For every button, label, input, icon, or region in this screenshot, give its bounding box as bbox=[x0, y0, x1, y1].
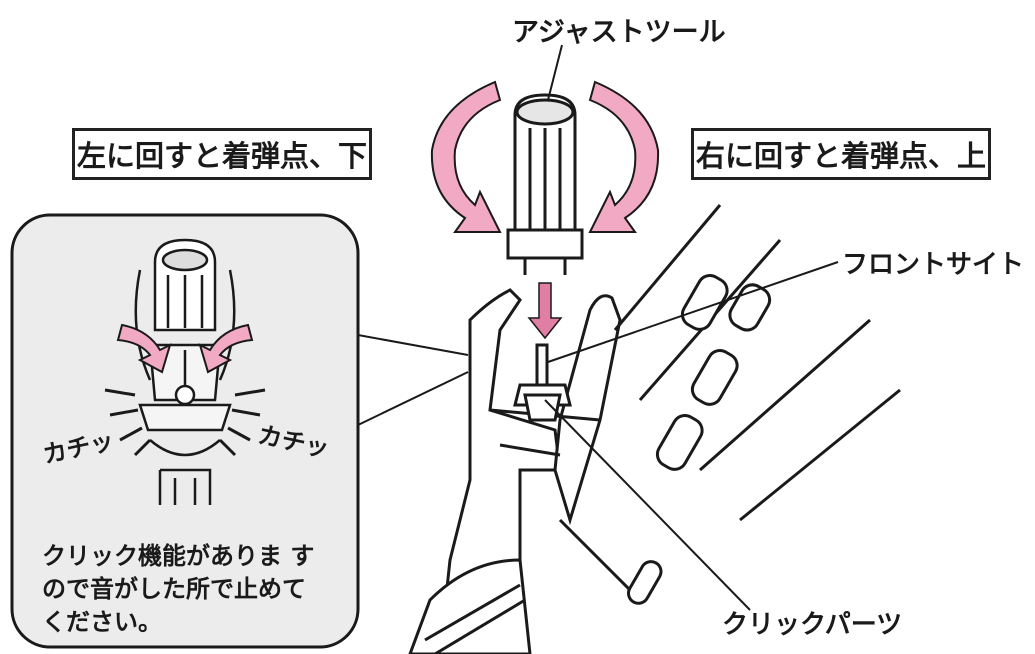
right-turn-label: 右に回すと着弾点、上 bbox=[691, 128, 991, 180]
click-burst-lines bbox=[104, 388, 266, 457]
rotate-arrow-right bbox=[588, 80, 660, 233]
adjust-tool bbox=[506, 93, 584, 275]
insert-down-arrow bbox=[527, 282, 563, 340]
click-parts-label: クリックパーツ bbox=[722, 610, 903, 640]
inset-pointer-lines bbox=[357, 334, 469, 426]
front-sight-assembly bbox=[408, 204, 901, 654]
click-parts-leader-line bbox=[544, 399, 751, 611]
inset-note-line-2: ので音がした所で止めて bbox=[42, 575, 306, 603]
left-turn-label: 左に回すと着弾点、下 bbox=[72, 128, 372, 180]
front-sight-label: フロントサイト bbox=[842, 250, 1025, 280]
inset-tool-illustration bbox=[134, 238, 236, 505]
front-sight-leader-line bbox=[547, 261, 839, 363]
inset-note-line-1: クリック機能がありま す bbox=[42, 542, 315, 570]
inset-callout bbox=[10, 213, 469, 649]
adjust-tool-leader-line bbox=[547, 44, 563, 101]
inset-pink-arrow-right bbox=[198, 323, 254, 374]
inset-pink-arrow-left bbox=[116, 323, 172, 374]
inset-note-line-3: ください。 bbox=[42, 608, 162, 636]
rotate-arrow-left bbox=[430, 80, 502, 233]
adjust-tool-label: アジャストツール bbox=[512, 17, 726, 48]
